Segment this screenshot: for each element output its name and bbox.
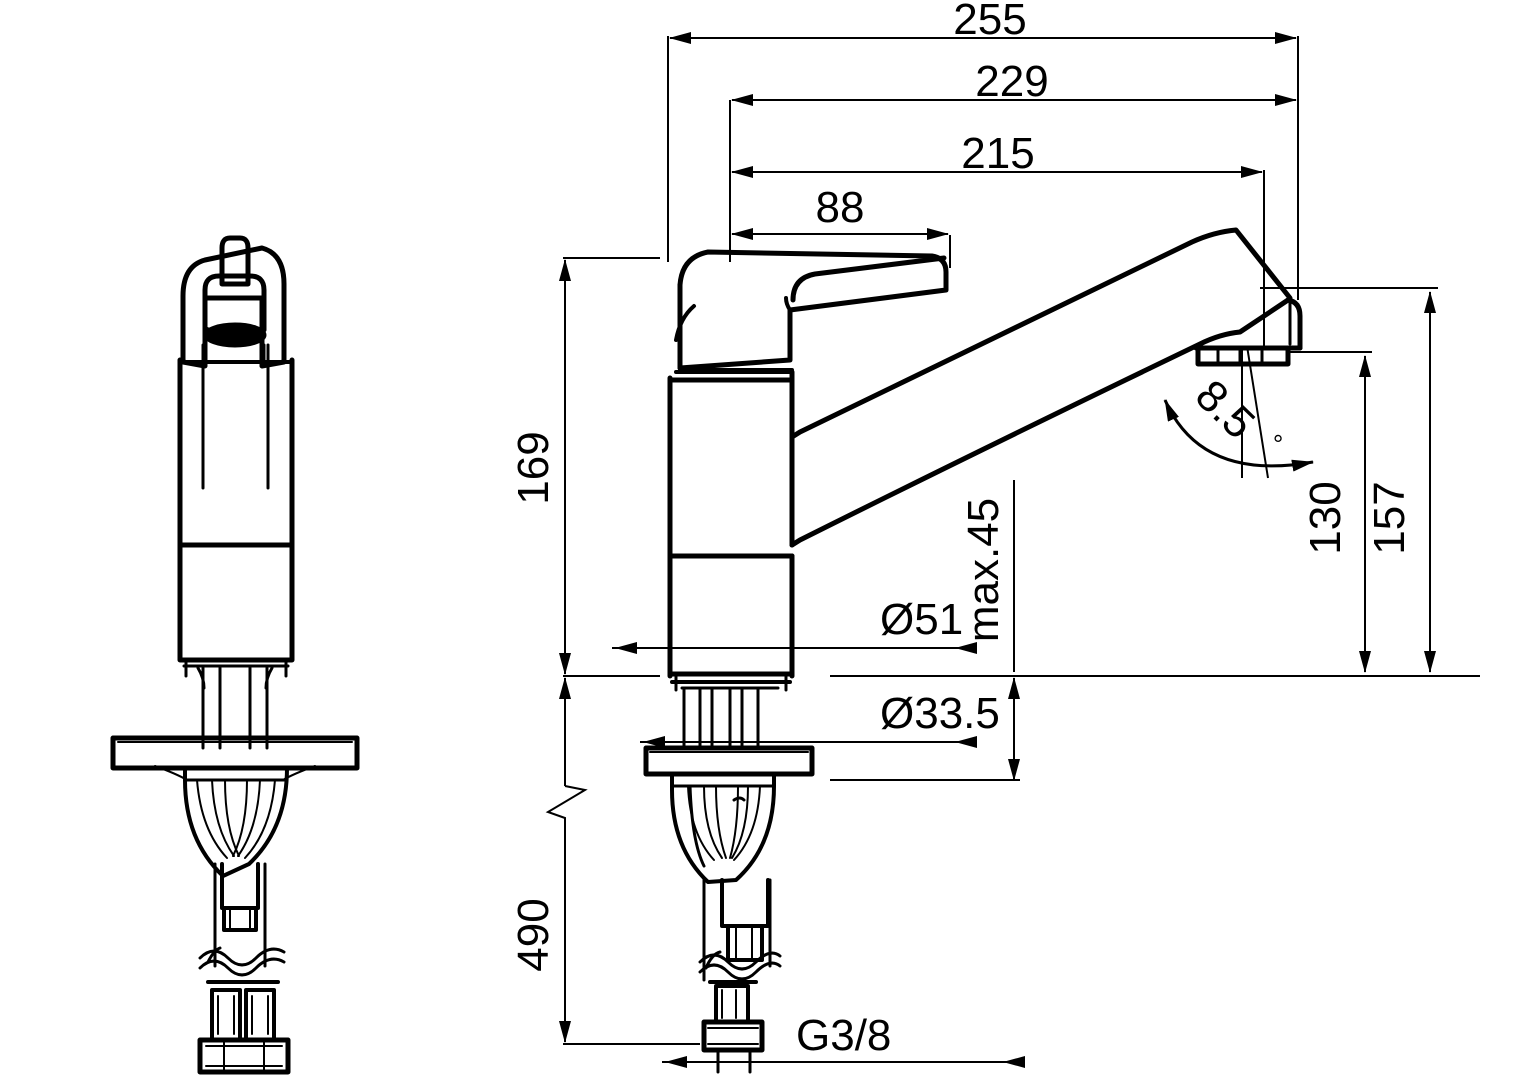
deck-plate — [110, 735, 360, 771]
angle-arc-8-5 — [1163, 399, 1314, 472]
shank-tubes — [682, 686, 760, 750]
cone-side-ribs-left — [687, 785, 727, 861]
lever-cap — [219, 235, 251, 287]
dim-text-88: 88 — [816, 183, 865, 232]
lever-skirt — [674, 304, 696, 342]
dim-text-229: 229 — [975, 57, 1048, 106]
front-view-group — [110, 235, 360, 1075]
connector-base-lines — [205, 1045, 283, 1067]
dim-text-255: 255 — [953, 0, 1026, 44]
break-line-side-bottom — [698, 961, 782, 981]
side-view-group — [643, 227, 1303, 1074]
aerator-ribs — [1216, 348, 1264, 364]
body-outline — [177, 357, 295, 663]
connector-base-nut — [197, 1037, 291, 1075]
hose-nut-ribs — [229, 907, 251, 931]
connector-ribs — [217, 995, 269, 1035]
hose-nut — [222, 906, 258, 932]
spout-top-edge — [789, 227, 1293, 440]
cone-side-tick — [732, 796, 746, 802]
lever-centre — [202, 273, 267, 333]
dim-text-g38: G3/8 — [796, 1011, 891, 1060]
shank-fillets — [196, 666, 274, 690]
dim-line-490-break — [545, 785, 588, 1042]
lever-wing — [180, 245, 287, 369]
tail-ribs — [721, 989, 737, 1019]
thread-nut — [701, 1019, 765, 1053]
dim-text-157: 157 — [1365, 481, 1414, 554]
hose-outer-left-right — [213, 862, 267, 968]
cone-rib-right — [232, 779, 276, 859]
lever-inner-curve — [790, 255, 947, 303]
dim-text-215: 215 — [961, 129, 1034, 178]
stem-nut-ribs — [735, 927, 753, 959]
dim-text-335: Ø33.5 — [880, 689, 1000, 738]
cone-side-shade — [688, 784, 706, 868]
dim-text-51: Ø51 — [880, 595, 963, 644]
break-tick — [206, 946, 222, 964]
spout-upper-surface — [789, 297, 1291, 548]
break-tick-side — [704, 950, 722, 970]
cone-side-ribs-right — [729, 785, 761, 861]
deck-washer — [643, 745, 815, 777]
spout-joint-upper — [790, 430, 802, 439]
stem-block — [720, 878, 770, 928]
thread-nut-lines — [707, 1027, 759, 1045]
dim-text-max45: max.45 — [959, 498, 1008, 642]
body-base-step — [184, 660, 288, 678]
cone-shade — [154, 765, 316, 781]
dim-text-130: 130 — [1301, 481, 1350, 554]
stem-nut — [726, 924, 764, 962]
dim-text-169: 169 — [509, 431, 558, 504]
spout-joint-lower — [790, 538, 802, 547]
lever-underside-curve — [203, 326, 266, 338]
dimension-lines — [545, 32, 1480, 1068]
connector-base-ribs — [223, 1039, 265, 1073]
lever-inner-notch — [784, 296, 792, 312]
break-line-bottom — [198, 957, 286, 977]
dim-text-490: 490 — [509, 898, 558, 971]
hose-clamp — [220, 862, 260, 910]
shank-hoses — [201, 666, 269, 750]
